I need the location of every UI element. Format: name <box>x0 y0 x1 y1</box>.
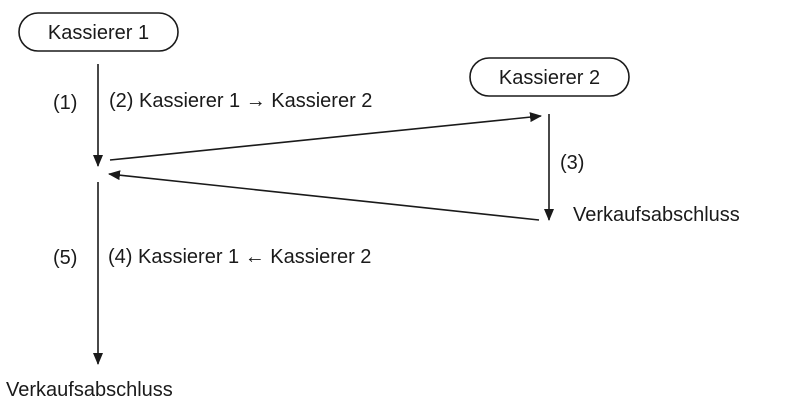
label-step-3-result: Verkaufsabschluss <box>573 204 740 226</box>
node-cashier-2: Kassierer 2 <box>469 57 630 97</box>
node-cashier-1-label: Kassierer 1 <box>48 22 149 44</box>
label-step-1: (1) <box>53 92 77 114</box>
label-step-4: (4) Kassierer 1 ← Kassierer 2 <box>108 246 371 268</box>
node-cashier-1-box <box>18 12 179 52</box>
node-cashier-2-label: Kassierer 2 <box>499 67 600 89</box>
node-cashier-1: Kassierer 1 <box>18 12 179 52</box>
label-step-5-result: Verkaufsabschluss <box>6 379 173 401</box>
label-step-3: (3) <box>560 152 584 174</box>
arrow-step-2 <box>109 112 542 161</box>
label-step-2: (2) Kassierer 1 → Kassierer 2 <box>109 90 372 112</box>
node-cashier-2-box <box>469 57 630 97</box>
label-step-5: (5) <box>53 247 77 269</box>
arrow-step-4 <box>108 170 540 221</box>
